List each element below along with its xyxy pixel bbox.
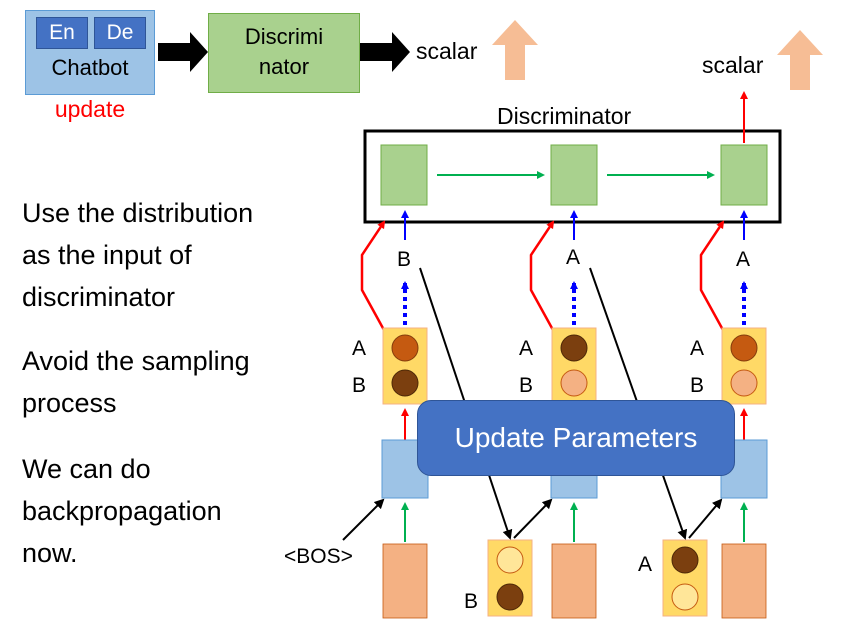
note-3-line-3: now. xyxy=(22,538,78,568)
distribution-red-arrow-3 xyxy=(699,220,725,331)
note-2-line-2: process xyxy=(22,388,117,418)
discriminator-title: Discriminator xyxy=(497,103,632,129)
sampled-a-prob-a xyxy=(671,546,699,574)
dist-3-label-a: A xyxy=(690,337,705,360)
bos-label: <BOS> xyxy=(284,545,353,568)
discriminator-to-scalar-arrow xyxy=(360,32,410,72)
discriminator-frame xyxy=(363,129,782,224)
input-embedding-3 xyxy=(721,543,767,619)
column-2-input-label: A xyxy=(566,246,581,269)
dist-1-label-b: B xyxy=(352,374,367,397)
token-a-to-cell-3 xyxy=(688,498,723,539)
chatbot-label: Chatbot xyxy=(51,55,129,80)
input-embedding-2 xyxy=(551,543,597,619)
note-1-line-3: discriminator xyxy=(22,282,176,312)
chatbot-to-discriminator-arrow xyxy=(158,32,208,72)
note-1-line-2: as the input of xyxy=(22,240,192,270)
sampled-b-prob-b xyxy=(496,583,524,611)
column-1-input-label: B xyxy=(397,248,412,271)
dist-2-label-b: B xyxy=(519,374,534,397)
score-up-arrow-top xyxy=(492,20,538,80)
scalar-label-top: scalar xyxy=(416,38,478,64)
dist-3-prob-a xyxy=(730,334,758,362)
score-up-arrow-right xyxy=(777,30,823,90)
note-1-line-1: Use the distribution xyxy=(22,198,254,228)
dist-2-label-a: A xyxy=(519,337,534,360)
sampled-b-label: B xyxy=(464,590,479,613)
discriminator-top-label-1: Discrimi xyxy=(244,24,324,49)
bos-arrow xyxy=(342,498,385,541)
input-embedding-1 xyxy=(382,543,428,619)
note-3-line-1: We can do xyxy=(22,454,151,484)
update-parameters-box: Update Parameters xyxy=(417,400,735,476)
dist-1-prob-b xyxy=(391,369,419,397)
discriminator-cell-1 xyxy=(380,144,428,206)
decoder-box: De xyxy=(94,17,146,49)
dist-3-prob-b xyxy=(730,369,758,397)
column-3-input-label: A xyxy=(736,248,751,271)
sampled-b-prob-a xyxy=(496,546,524,574)
discriminator-top-label-2: nator xyxy=(258,54,310,79)
discriminator-cell-3 xyxy=(720,144,768,206)
encoder-box: En xyxy=(36,17,88,49)
note-distribution-input: Use the distribution as the input of dis… xyxy=(22,192,253,318)
update-label: update xyxy=(54,96,126,122)
distribution-red-arrow-1 xyxy=(360,220,386,331)
scalar-label-right: scalar xyxy=(702,52,764,78)
discriminator-cell-2 xyxy=(550,144,598,206)
distribution-red-arrow-2 xyxy=(529,220,555,331)
note-backpropagation: We can do backpropagation now. xyxy=(22,448,222,574)
dist-2-prob-b xyxy=(560,369,588,397)
discriminator-top-box: Discrimi nator xyxy=(208,13,360,93)
sampled-a-prob-b xyxy=(671,583,699,611)
note-3-line-2: backpropagation xyxy=(22,496,222,526)
note-avoid-sampling: Avoid the sampling process xyxy=(22,340,250,424)
token-b-to-cell-2 xyxy=(513,498,553,539)
dist-2-prob-a xyxy=(560,334,588,362)
dist-3-label-b: B xyxy=(690,374,705,397)
chatbot-box: En De Chatbot xyxy=(25,10,155,95)
dist-1-prob-a xyxy=(391,334,419,362)
note-2-line-1: Avoid the sampling xyxy=(22,346,250,376)
dist-1-label-a: A xyxy=(352,337,367,360)
sampled-a-label: A xyxy=(638,553,653,576)
